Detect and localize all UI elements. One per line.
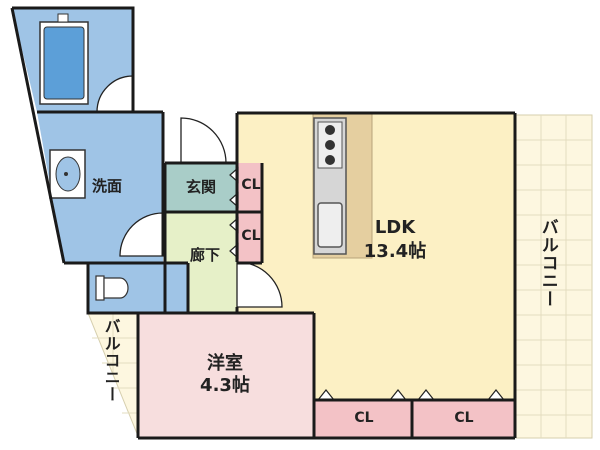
door-washroom [119,212,164,257]
closet-entrance [238,163,262,212]
entrance-name: 玄関 [185,178,216,196]
kitchen-counter [312,112,373,259]
wash-basin-icon [49,149,86,199]
closet-hall [238,213,262,263]
ldk-closet-1-label: CL [354,410,374,426]
ldk-size: 13.4帖 [363,241,427,262]
closet-ldk-1 [314,400,412,438]
balcony-right [515,114,593,439]
bathtub-icon [39,13,89,105]
toilet-icon [95,275,129,301]
door-entrance [180,117,227,164]
balcony-right-label: バルコニー [537,218,558,308]
hallway-name: 廊下 [189,246,220,264]
washroom-name: 洗面 [91,177,122,195]
ldk-closet-2-label: CL [454,410,474,426]
entrance-closet-label: CL [241,177,261,193]
closet-ldk-2 [413,400,514,438]
hall-closet-label: CL [241,228,261,244]
ldk-name: LDK [374,217,416,238]
walls [10,6,517,440]
balcony-left-label: バルコニー [101,318,121,403]
door-swings [96,75,283,308]
western-name: 洋室 [207,353,243,374]
room-entrance [165,163,237,212]
western-size: 4.3帖 [200,375,250,396]
room-western [138,313,314,438]
